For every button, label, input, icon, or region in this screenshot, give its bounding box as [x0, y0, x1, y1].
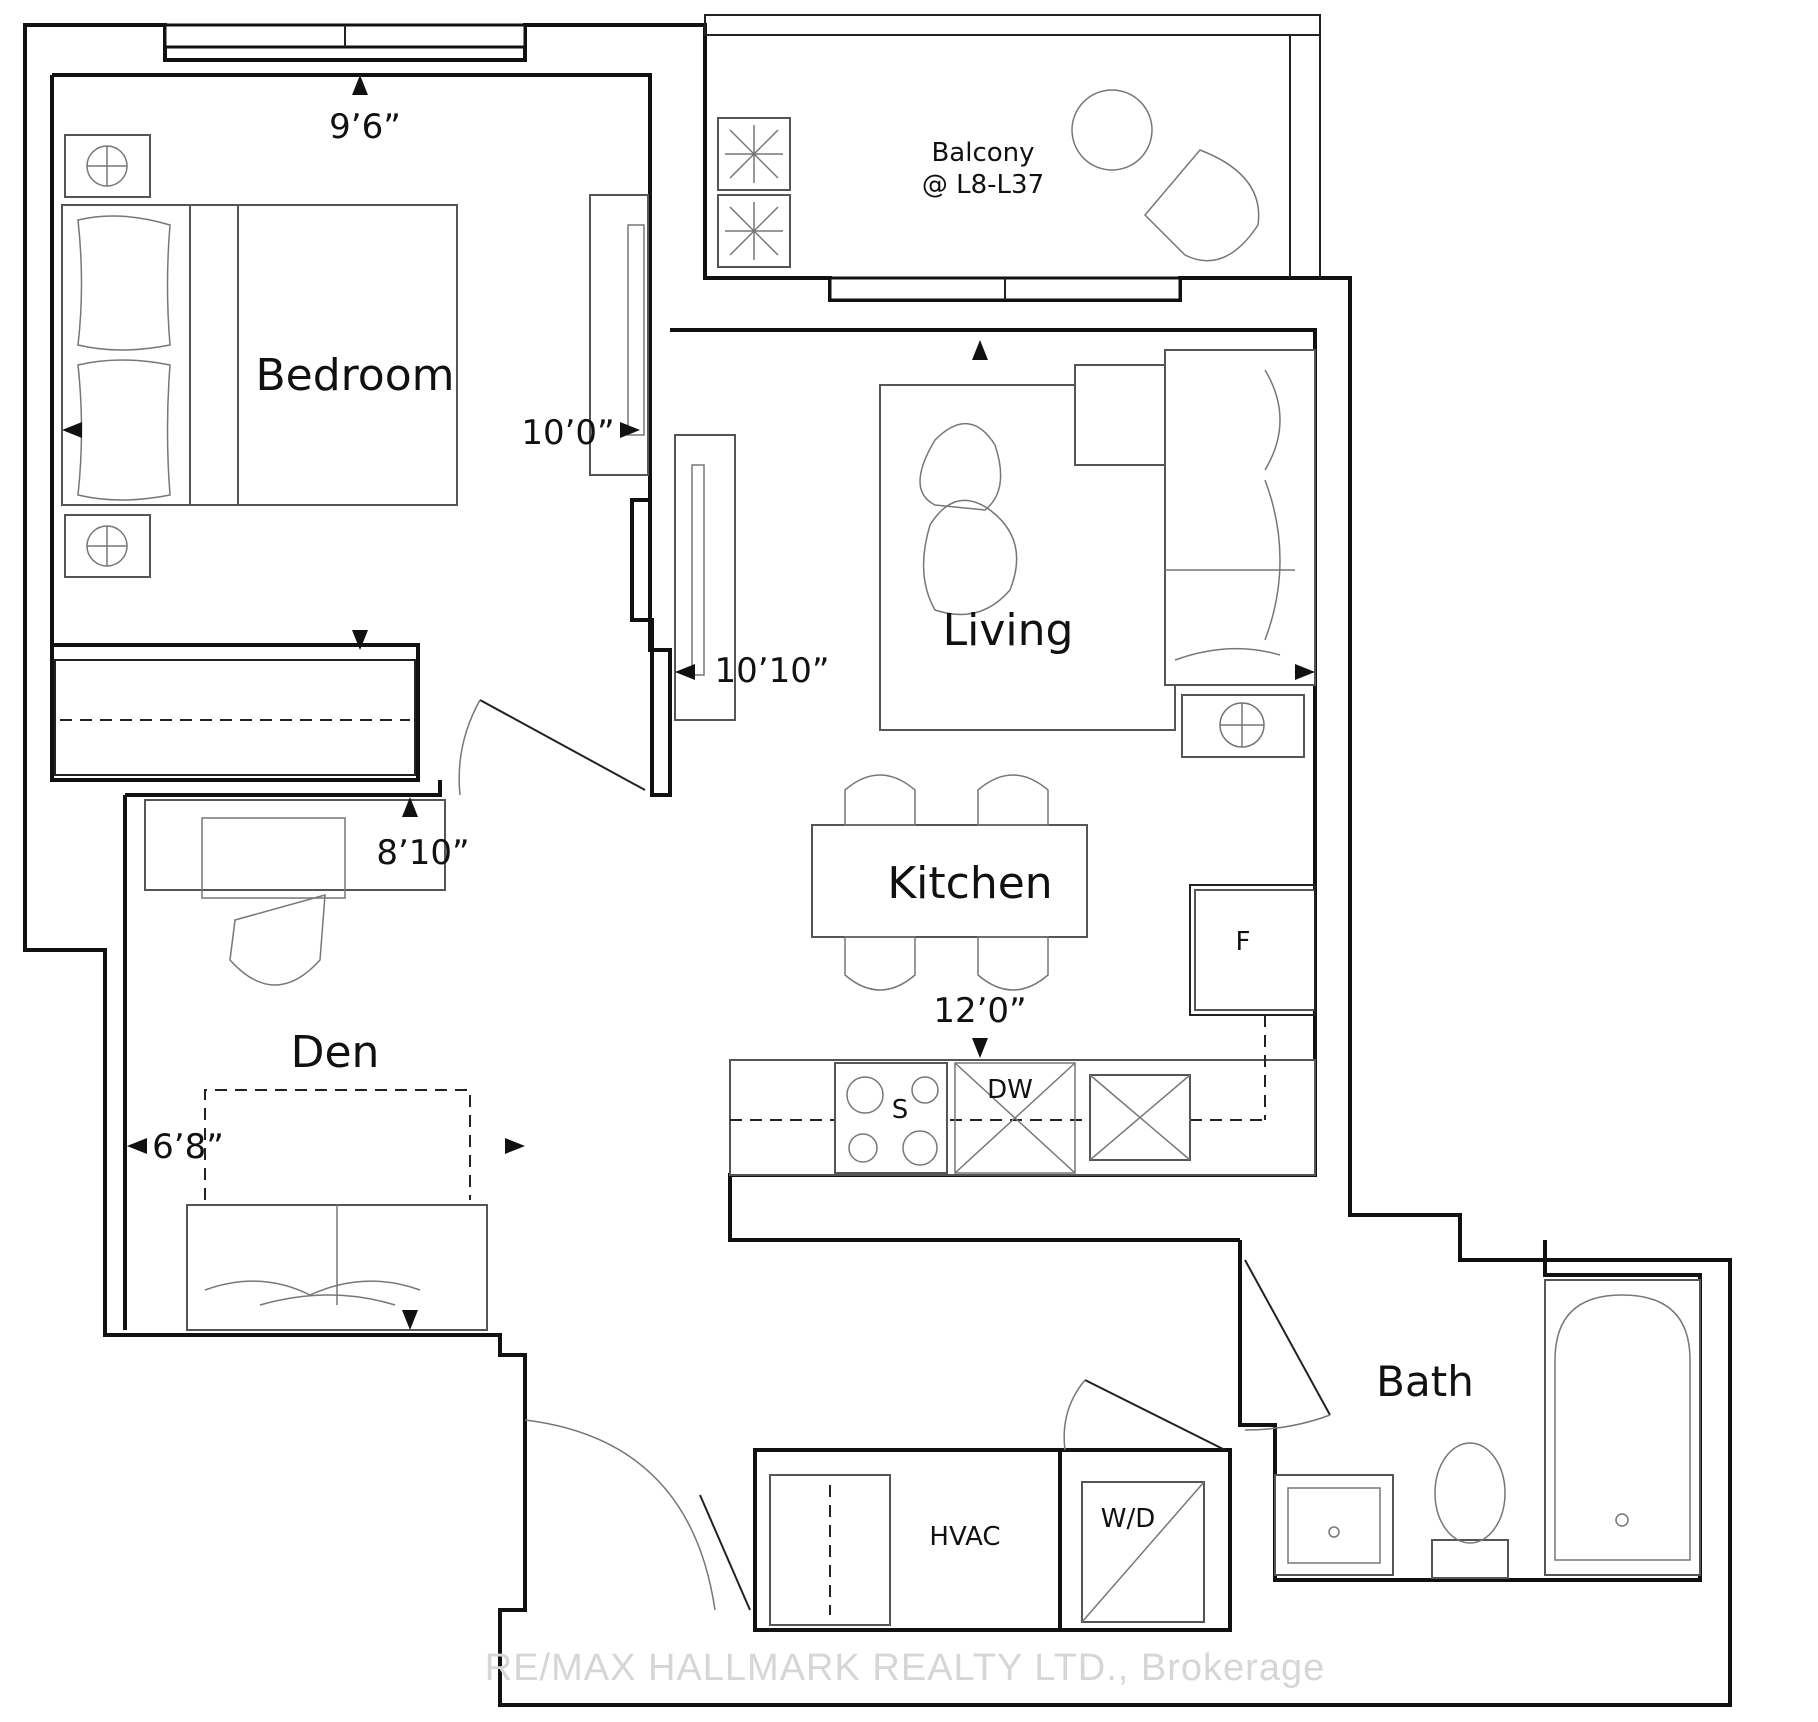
doors [458, 699, 1331, 1611]
dining-chairs [844, 774, 1049, 826]
accent-chair [922, 499, 1018, 616]
room-label-kitchen: Kitchen [887, 858, 1052, 909]
dimension-kitchen-width: 12’0” [933, 991, 1026, 1031]
washer-dryer-label: W/D [1101, 1504, 1156, 1534]
bedroom-furniture [54, 134, 649, 776]
bed [61, 204, 458, 506]
desk-chair [229, 893, 326, 986]
bedroom-tv-console [589, 194, 649, 476]
dimension-bedroom-length: 10’0” [521, 413, 614, 453]
balcony-furniture [717, 89, 1260, 268]
dimension-arrows [62, 75, 1315, 1330]
room-label-bedroom: Bedroom [255, 350, 454, 401]
bedroom-closet [54, 659, 416, 776]
pillow [77, 359, 171, 501]
entry-door [699, 1494, 751, 1611]
windows [163, 14, 1321, 302]
bedroom-door [479, 699, 646, 791]
vanity [1274, 1474, 1394, 1576]
dishwasher [954, 1062, 1076, 1174]
dimension-den-width: 6’8” [152, 1127, 224, 1167]
bathtub [1544, 1279, 1701, 1576]
dimension-bedroom-width: 9’6” [329, 107, 401, 147]
sofa [1164, 349, 1316, 686]
room-label-living: Living [943, 605, 1074, 656]
balcony-table [1071, 89, 1153, 171]
sofa-bed-outline [204, 1089, 471, 1200]
kitchen-counter [729, 1059, 1316, 1176]
stove [834, 1062, 948, 1174]
dimension-den-length: 8’10” [376, 833, 469, 873]
bath-door [1244, 1259, 1331, 1416]
pillow [77, 215, 171, 351]
desk [144, 799, 446, 891]
room-label-bath: Bath [1376, 1357, 1474, 1406]
fridge [1194, 889, 1316, 1011]
room-label-den: Den [291, 1027, 380, 1078]
dining-chairs [844, 936, 1049, 991]
dimension-living-width: 10’10” [715, 651, 830, 691]
accent-chair [919, 423, 1002, 511]
room-label-balcony: Balcony [931, 138, 1034, 168]
fridge-label: F [1236, 927, 1251, 957]
living-furniture [674, 349, 1316, 1176]
laundry-door [1084, 1379, 1226, 1451]
toilet [1434, 1442, 1506, 1544]
stove-label: S [892, 1095, 909, 1125]
dishwasher-label: DW [987, 1075, 1033, 1105]
den-furniture [144, 799, 488, 1331]
bath-fixtures [769, 1279, 1701, 1626]
toilet-tank [1431, 1539, 1509, 1579]
balcony-chair [1143, 149, 1260, 262]
balcony-railing [704, 14, 1321, 36]
balcony-floors-note: @ L8-L37 [922, 170, 1044, 200]
room-label-hvac: HVAC [929, 1522, 1000, 1552]
dining-table [811, 824, 1088, 938]
watermark: RE/MAX HALLMARK REALTY LTD., Brokerage [485, 1647, 1326, 1689]
